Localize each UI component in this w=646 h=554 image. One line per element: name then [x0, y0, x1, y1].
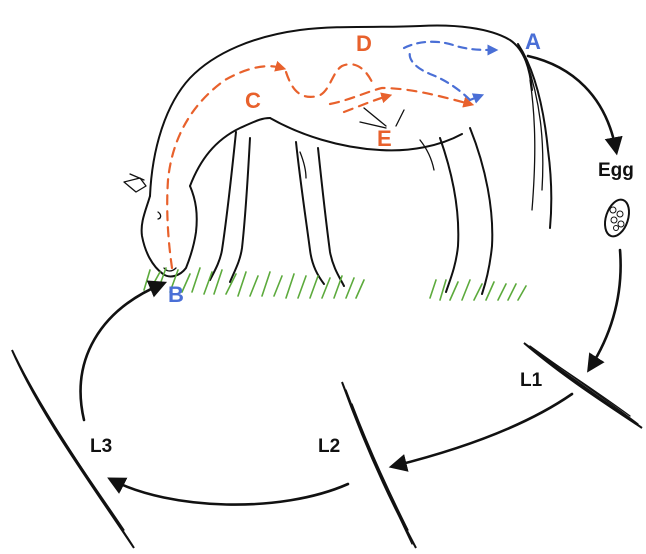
grass: [144, 268, 526, 300]
arrow-egg-to-l1: [590, 250, 621, 368]
egg-illustration: [601, 197, 634, 240]
label-l3: L3: [90, 436, 112, 457]
label-egg: Egg: [598, 160, 634, 181]
label-l2: L2: [318, 436, 340, 457]
horse-illustration: [124, 26, 551, 294]
e-pointer-lines: [360, 108, 404, 128]
arrow-l1-to-l2: [394, 394, 572, 466]
label-d: D: [356, 31, 372, 56]
arrow-l3-to-b: [81, 284, 162, 420]
label-l1: L1: [520, 370, 543, 391]
label-b: B: [168, 282, 184, 307]
arrow-l2-to-l3: [112, 480, 348, 505]
label-c: C: [245, 88, 261, 113]
larva-l3-illustration: [12, 350, 134, 548]
label-e: E: [377, 126, 392, 151]
larva-l2-illustration: [342, 382, 416, 548]
label-a: A: [525, 29, 541, 54]
